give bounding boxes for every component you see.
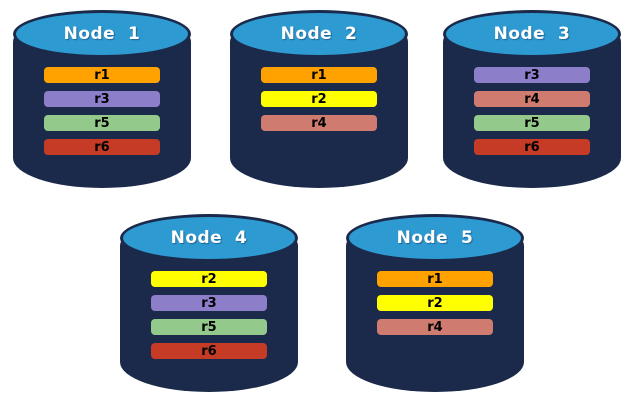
cylinder-body (230, 32, 408, 188)
cylinder-body (13, 32, 191, 188)
record-bar-r1: r1 (377, 271, 493, 287)
node-title: Node 4 (170, 228, 248, 248)
record-list: r1 r2 r4 (261, 67, 377, 131)
record-bar-r1: r1 (44, 67, 160, 83)
cylinder-body (346, 236, 524, 392)
record-list: r1 r2 r4 (377, 271, 493, 335)
cylinder-body (443, 32, 621, 188)
cylinder-top: Node 2 (230, 10, 408, 58)
node-title: Node 2 (280, 24, 358, 44)
record-list: r3 r4 r5 r6 (474, 67, 590, 155)
record-bar-r2: r2 (151, 271, 267, 287)
record-bar-r6: r6 (151, 343, 267, 359)
record-bar-r4: r4 (474, 91, 590, 107)
record-bar-r6: r6 (474, 139, 590, 155)
record-bar-r4: r4 (261, 115, 377, 131)
record-bar-r5: r5 (151, 319, 267, 335)
node-title: Node 1 (63, 24, 141, 44)
node-5-cylinder: Node 5 r1 r2 r4 (346, 214, 524, 392)
record-bar-r2: r2 (377, 295, 493, 311)
cylinder-top: Node 1 (13, 10, 191, 58)
record-bar-r2: r2 (261, 91, 377, 107)
node-title: Node 3 (493, 24, 571, 44)
cylinder-top: Node 4 (120, 214, 298, 262)
cylinder-top: Node 5 (346, 214, 524, 262)
record-bar-r4: r4 (377, 319, 493, 335)
record-bar-r6: r6 (44, 139, 160, 155)
cylinder-body (120, 236, 298, 392)
record-list: r2 r3 r5 r6 (151, 271, 267, 359)
record-bar-r3: r3 (474, 67, 590, 83)
record-bar-r1: r1 (261, 67, 377, 83)
record-bar-r5: r5 (44, 115, 160, 131)
record-list: r1 r3 r5 r6 (44, 67, 160, 155)
node-3-cylinder: Node 3 r3 r4 r5 r6 (443, 10, 621, 188)
node-1-cylinder: Node 1 r1 r3 r5 r6 (13, 10, 191, 188)
node-4-cylinder: Node 4 r2 r3 r5 r6 (120, 214, 298, 392)
record-bar-r3: r3 (151, 295, 267, 311)
record-bar-r5: r5 (474, 115, 590, 131)
cylinder-top: Node 3 (443, 10, 621, 58)
record-bar-r3: r3 (44, 91, 160, 107)
node-2-cylinder: Node 2 r1 r2 r4 (230, 10, 408, 188)
node-title: Node 5 (396, 228, 474, 248)
